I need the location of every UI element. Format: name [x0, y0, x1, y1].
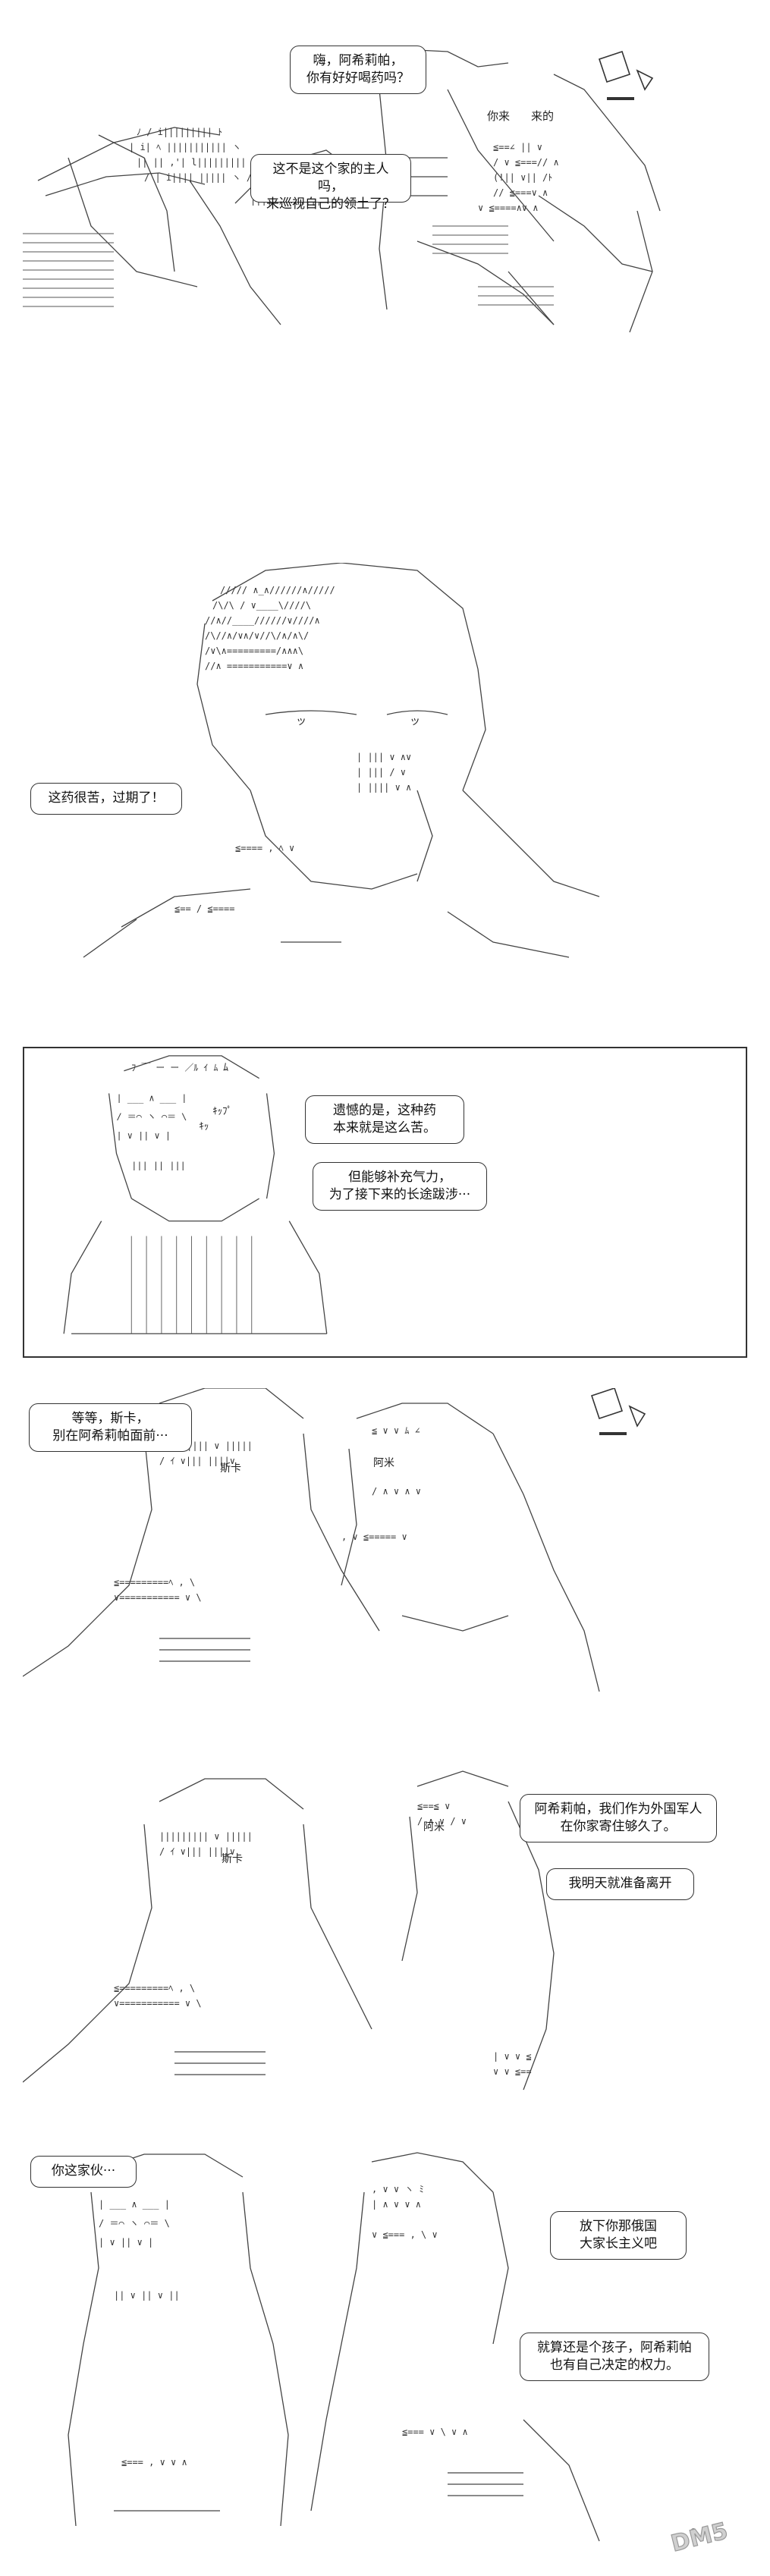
- ascii-art-figures-panel-2: ///// ∧_∧//////∧///// /\/\ / ∨____\////\…: [83, 563, 600, 958]
- art-label-lai-de: 来的: [531, 109, 554, 123]
- svg-text:/ ＝⌒ ヽ ⌒＝ \: / ＝⌒ ヽ ⌒＝ \: [116, 1111, 187, 1122]
- svg-text:/ | i|||| ||||| ヽ /: / | i|||| ||||| ヽ /: [144, 172, 252, 183]
- panel-5: ||||||||| ∨ ||||| / ｲ ∨||| ||||∨ ≦==≦ ∨ …: [23, 1756, 747, 2105]
- panel-2: ///// ∧_∧//////∧///// /\/\ / ∨____\////\…: [23, 563, 747, 972]
- art-label-ni-lai: 你来: [487, 109, 510, 123]
- art-label-ska: 斯卡: [220, 1462, 241, 1475]
- svg-text:||| || |||: ||| || |||: [131, 1160, 186, 1171]
- svg-text:| i| ﾍ ||||||||||| ヽ: | i| ﾍ ||||||||||| ヽ: [129, 142, 241, 152]
- svg-text:/ ∨ ≦===// ∧: / ∨ ≦===// ∧: [493, 157, 559, 168]
- art-label-kippu: ｷｯﾌﾟ: [212, 1106, 232, 1117]
- svg-text:| ___ ∧ ___ |: | ___ ∧ ___ |: [116, 1092, 187, 1104]
- panel-6: | ___ ∧ ___ | / ＝⌒ ヽ ⌒＝ \ | ∨ || ∨ | || …: [23, 2147, 747, 2556]
- svg-text:| ||| / ∨: | ||| / ∨: [357, 767, 406, 778]
- svg-text:|| || ,'| l||||||||| ｨ: || || ,'| l||||||||| ｨ: [137, 157, 256, 168]
- svg-text:ﾌ ￣ ー ー ／ﾙ ｲ ﾑ: ﾌ ￣ ー ー ／ﾙ ｲ ﾑ: [131, 1063, 218, 1073]
- svg-text:, ∨ ≦===== ∨: , ∨ ≦===== ∨: [341, 1531, 407, 1542]
- svg-text:/ ｲ ∨||| ||||∨: / ｲ ∨||| ||||∨: [159, 1846, 235, 1857]
- ascii-art-figures-panel-4: ||||||||| ∨ ||||| / ｲ ∨||| ||||∨ ≦ ∨ ∨ ﾑ…: [23, 1388, 646, 1692]
- svg-text:≦=== ∨ \ ∨ ∧: ≦=== ∨ \ ∨ ∧: [402, 2427, 468, 2437]
- svg-text:/ ∧ ∨ / ∨: / ∧ ∨ / ∨: [417, 1816, 467, 1827]
- ascii-art-figures-panel-5: ||||||||| ∨ ||||| / ｲ ∨||| ||||∨ ≦==≦ ∨ …: [23, 1770, 555, 2091]
- art-label-kip: ｷｯ: [199, 1121, 209, 1132]
- speech-bubble: 这药很苦，过期了！: [30, 783, 182, 815]
- svg-text://∧//____//////∨////∧: //∧//____//////∨////∧: [205, 615, 320, 626]
- speech-bubble: 我明天就准备离开: [546, 1868, 694, 1900]
- svg-text:| ___ ∧ ___ |: | ___ ∧ ___ |: [99, 2199, 170, 2210]
- svg-text:///// ∧_∧//////∧/////: ///// ∧_∧//////∧/////: [220, 585, 335, 595]
- svg-text:/ ｲ ∨||| ||||∨: / ｲ ∨||| ||||∨: [159, 1456, 235, 1466]
- svg-text:≦ ∨ ∨ ﾑ ∠: ≦ ∨ ∨ ﾑ ∠: [372, 1425, 420, 1436]
- speech-bubble: 这不是这个家的主人吗， 来巡视自己的领土了？: [250, 154, 411, 212]
- speech-bubble: 就算还是个孩子，阿希莉帕 也有自己决定的权力。: [520, 2333, 709, 2381]
- speech-bubble: 阿希莉帕，我们作为外国军人 在你家寄住够久了。: [520, 1794, 717, 1842]
- svg-text:ﾉ / i||||||||| ﾄ: ﾉ / i||||||||| ﾄ: [137, 127, 222, 137]
- svg-text:≦==≦ ∨: ≦==≦ ∨: [417, 1801, 450, 1811]
- svg-text:| ||| ∨ ∧∨: | ||| ∨ ∧∨: [357, 752, 411, 762]
- speech-bubble: 但能够补充气力， 为了接下来的长途跋涉···: [313, 1162, 487, 1211]
- svg-text:/ ∧ ∨ ∧ ∨: / ∧ ∨ ∧ ∨: [372, 1486, 421, 1497]
- art-label-ami: 阿米: [373, 1457, 394, 1469]
- svg-text:∨ ∨ ≦==: ∨ ∨ ≦==: [493, 2066, 532, 2077]
- svg-text:(!|| ∨|| /ﾄ: (!|| ∨|| /ﾄ: [493, 172, 552, 183]
- svg-text:/\//∧/∨∧/∨//\/∧/∧\/: /\//∧/∨∧/∨//\/∧/∧\/: [205, 630, 309, 641]
- svg-text:≦==== , ﾍ ∨: ≦==== , ﾍ ∨: [235, 843, 294, 853]
- svg-text:≦=========ﾍ , \: ≦=========ﾍ , \: [114, 1983, 195, 1993]
- svg-text:/∨\∧=========/∧∧∧\: /∨\∧=========/∧∧∧\: [205, 646, 303, 656]
- svg-text:||||||||| ∨ |||||: ||||||||| ∨ |||||: [159, 1831, 253, 1842]
- speech-bubble: 等等，斯卡， 别在阿希莉帕面前···: [29, 1403, 192, 1452]
- svg-text:| ∨ ∨ ≦: | ∨ ∨ ≦: [493, 2051, 532, 2062]
- speech-bubble: 放下你那俄国 大家长主义吧: [550, 2211, 687, 2260]
- svg-text://∧ ===========∨ ∧: //∧ ===========∨ ∧: [205, 661, 303, 671]
- speech-bubble: 遗憾的是，这种药 本来就是这么苦。: [305, 1095, 464, 1144]
- ascii-art-figure-panel-3: ﾌ ￣ ー ー ／ﾙ ｲ ﾑ | ___ ∧ ___ | / ＝⌒ ヽ ⌒＝ \…: [63, 1055, 328, 1334]
- svg-text:// ≦===∨ ∧: // ≦===∨ ∧: [493, 187, 548, 198]
- panel-3: ﾌ ￣ ー ー ／ﾙ ｲ ﾑ | ___ ∧ ___ | / ＝⌒ ヽ ⌒＝ \…: [23, 1047, 747, 1358]
- svg-text:∨=========== ∨ \: ∨=========== ∨ \: [114, 1998, 202, 2009]
- svg-text:| |||| ∨ ∧: | |||| ∨ ∧: [357, 782, 411, 793]
- svg-text:≦==∠ || ∨: ≦==∠ || ∨: [493, 142, 542, 152]
- svg-text:∨=========== ∨ \: ∨=========== ∨ \: [114, 1592, 202, 1603]
- panel-4: ||||||||| ∨ ||||| / ｲ ∨||| ||||∨ ≦ ∨ ∨ ﾑ…: [23, 1388, 747, 1707]
- art-label-ska: 斯卡: [222, 1853, 243, 1865]
- svg-text:c: c: [690, 2525, 696, 2536]
- svg-text:≦=========ﾍ , \: ≦=========ﾍ , \: [114, 1577, 195, 1588]
- svg-text:/\/\ / ∨____\////\: /\/\ / ∨____\////\: [212, 600, 311, 611]
- svg-text:≦=== , ∨ ∨ ∧: ≦=== , ∨ ∨ ∧: [121, 2457, 187, 2468]
- svg-text:, ∨ ∨ ヽ ﾐ: , ∨ ∨ ヽ ﾐ: [372, 2184, 424, 2194]
- svg-text:| ∨ || ∨ |: | ∨ || ∨ |: [116, 1130, 171, 1142]
- art-label-eye-left: ッ: [296, 715, 306, 727]
- speech-bubble: 嗨，阿希莉帕， 你有好好喝药吗？: [290, 46, 426, 94]
- art-label-ami: 阿米: [423, 1821, 445, 1833]
- svg-text:|| ∨ || ∨ ||: || ∨ || ∨ ||: [114, 2290, 180, 2301]
- svg-text:∨ ≦====∧∨ ∧: ∨ ≦====∧∨ ∧: [478, 203, 538, 213]
- svg-text:| ∨ || ∨ |: | ∨ || ∨ |: [99, 2237, 153, 2248]
- panel-1: ﾉ / i||||||||| ﾄ | i| ﾍ ||||||||||| ヽ ||…: [23, 44, 747, 340]
- dm5-watermark-logo: DM5: [668, 2518, 731, 2558]
- watermark-text: DM5: [668, 2518, 731, 2557]
- art-label-eye-right: ッ: [410, 715, 420, 727]
- svg-text:/ ＝⌒ ヽ ⌒＝ \: / ＝⌒ ヽ ⌒＝ \: [99, 2218, 170, 2229]
- svg-text:≦== / ≦====: ≦== / ≦====: [174, 903, 234, 914]
- speech-bubble: 你这家伙···: [30, 2156, 137, 2188]
- art-label-mu: ﾑ: [223, 1062, 228, 1074]
- svg-text:| ∧ ∨ ∨ ∧: | ∧ ∨ ∨ ∧: [372, 2199, 421, 2210]
- svg-text:∨ ≦=== , \ ∨: ∨ ≦=== , \ ∨: [372, 2229, 438, 2240]
